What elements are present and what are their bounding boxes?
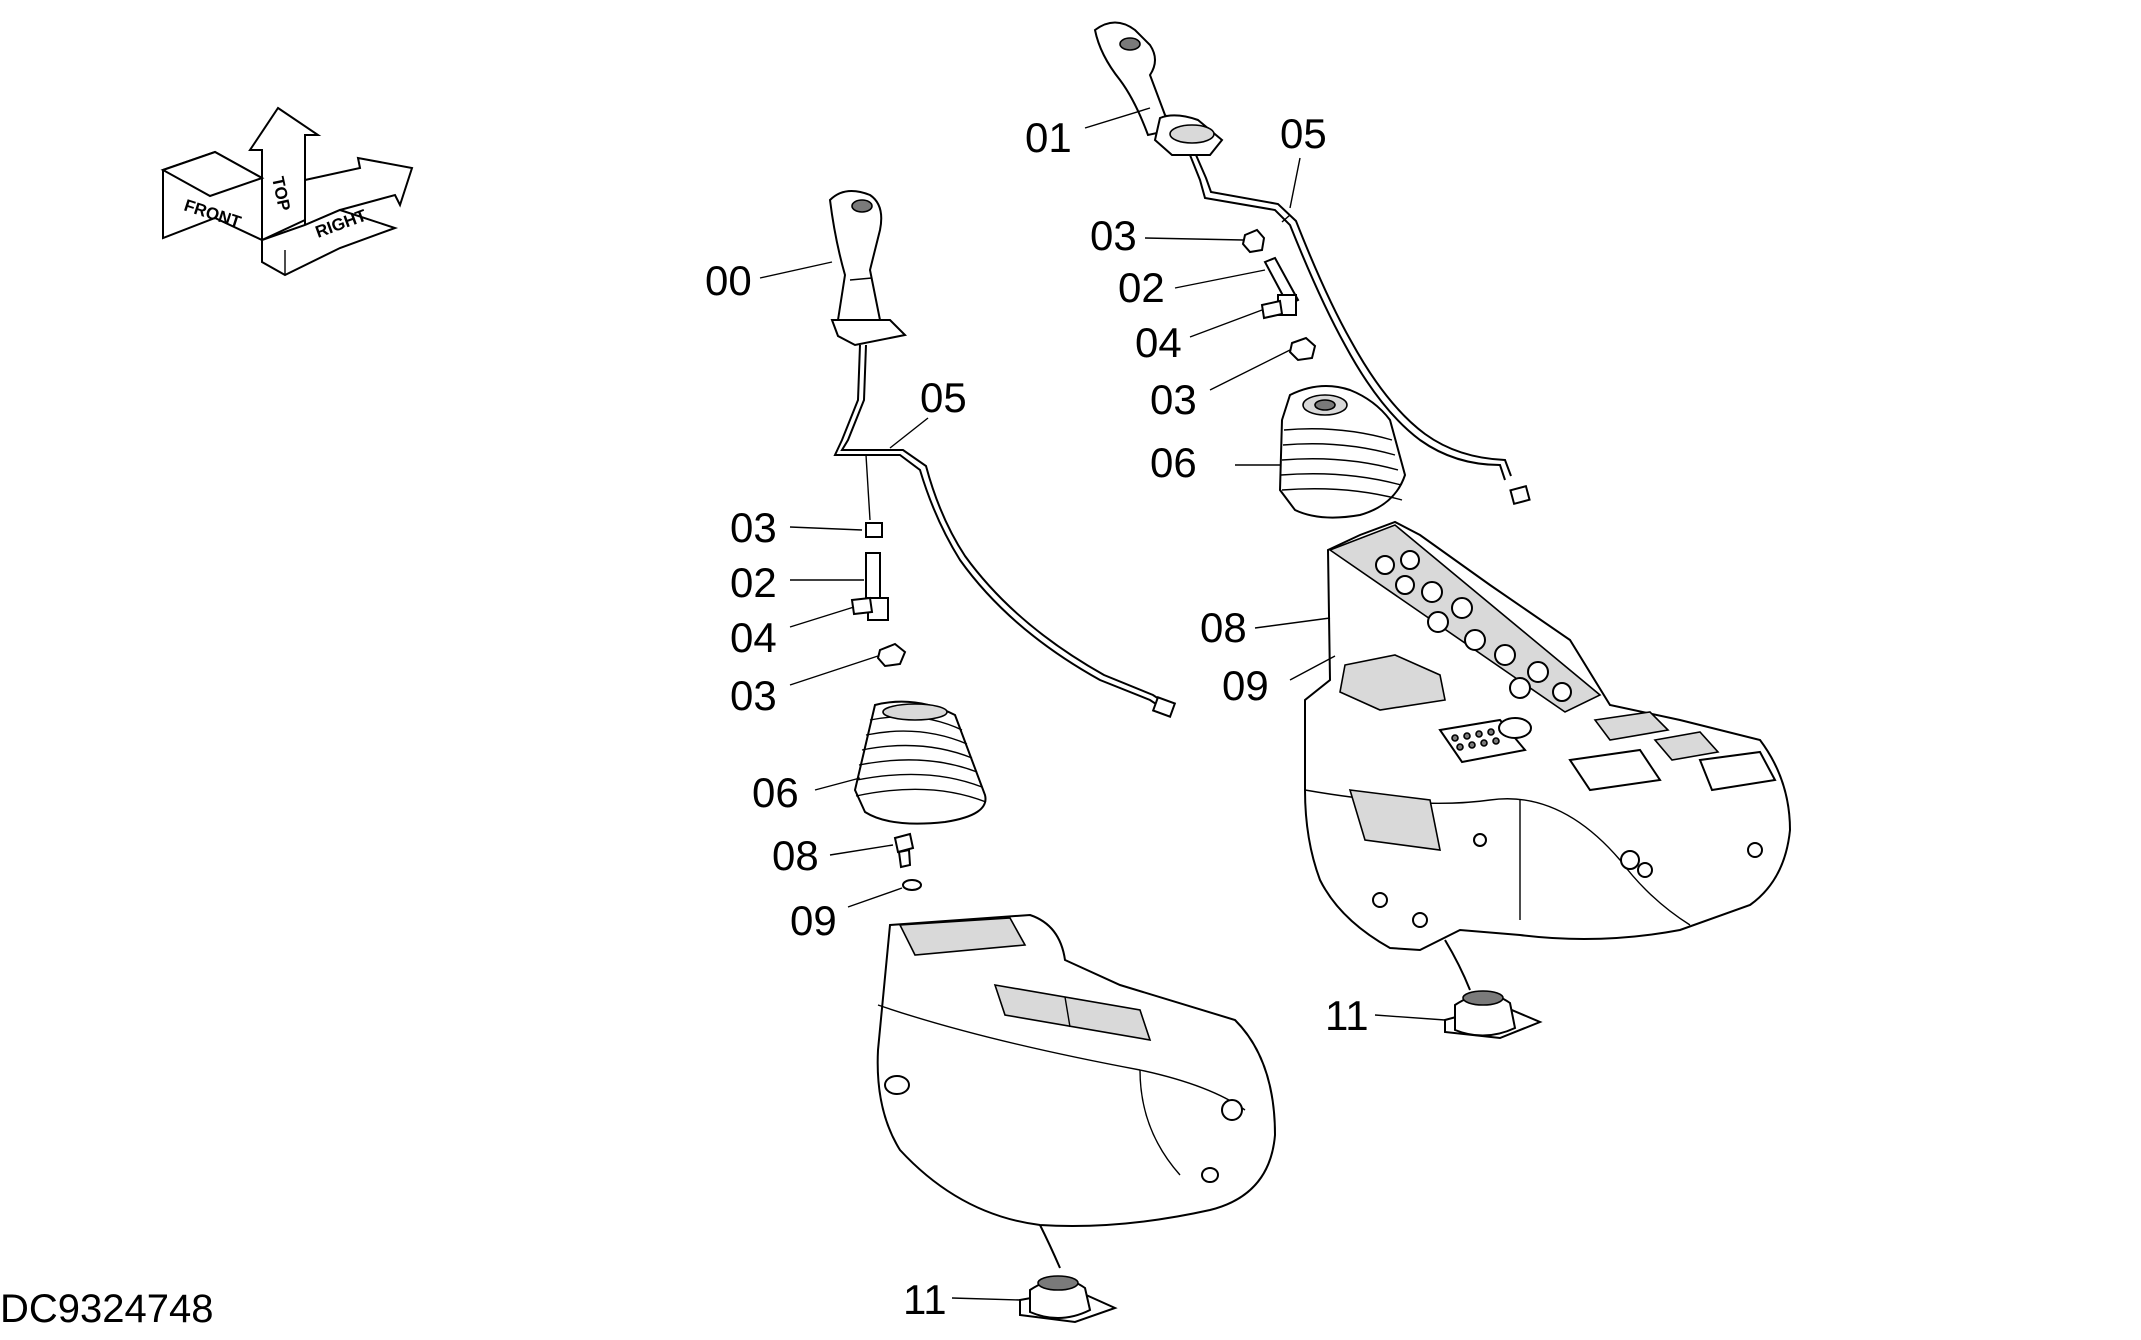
left-assembly: 00 05 03 02 04 03 06 08 09 11 xyxy=(705,190,1277,1324)
callout-right-05: 05 xyxy=(1280,110,1327,157)
right-lever-part xyxy=(1093,21,1224,156)
left-screw-part xyxy=(893,832,915,869)
right-harness-part xyxy=(1189,154,1531,506)
left-leader-lines xyxy=(759,261,1021,1301)
left-nut-upper-part xyxy=(865,522,883,538)
right-nut-upper-part xyxy=(1241,228,1266,254)
callout-right-08: 08 xyxy=(1200,604,1247,651)
right-mount-part xyxy=(1444,939,1543,1040)
callout-01: 01 xyxy=(1025,114,1072,161)
callout-left-03-lower: 03 xyxy=(730,672,777,719)
callout-left-06: 06 xyxy=(752,769,799,816)
document-id: DC9324748 xyxy=(0,1287,214,1331)
callout-right-03-upper: 03 xyxy=(1090,212,1137,259)
callout-right-09: 09 xyxy=(1222,662,1269,709)
callout-right-03-lower: 03 xyxy=(1150,376,1197,423)
callout-right-06: 06 xyxy=(1150,439,1197,486)
left-nut-lower-part xyxy=(876,642,907,668)
left-console-part xyxy=(876,913,1277,1227)
callout-left-09: 09 xyxy=(790,897,837,944)
callout-right-11: 11 xyxy=(1325,992,1369,1039)
left-washer-part xyxy=(902,879,922,891)
left-rod-part xyxy=(865,552,889,621)
right-leader-lines xyxy=(1084,107,1446,1021)
callout-left-04: 04 xyxy=(730,614,777,661)
left-lever-part xyxy=(828,190,908,347)
callout-left-03-upper: 03 xyxy=(730,504,777,551)
left-harness-part xyxy=(833,344,1177,718)
left-bolt-part xyxy=(850,596,874,616)
right-nut-lower-part xyxy=(1288,336,1317,362)
right-console-part xyxy=(1304,520,1792,952)
callout-left-08: 08 xyxy=(772,832,819,879)
right-assembly: 01 05 03 02 04 03 06 08 09 11 xyxy=(1025,21,1792,1040)
callout-left-05: 05 xyxy=(920,374,967,421)
callout-right-04: 04 xyxy=(1135,319,1182,366)
right-bolt-part xyxy=(1260,299,1284,320)
right-boot-part xyxy=(1278,385,1407,519)
callout-00: 00 xyxy=(705,257,752,304)
left-mount-part xyxy=(1019,1224,1118,1324)
left-boot-part xyxy=(853,700,987,825)
callout-right-02: 02 xyxy=(1118,264,1165,311)
callout-left-02: 02 xyxy=(730,559,777,606)
callout-left-11: 11 xyxy=(903,1276,947,1323)
orientation-icon: TOP FRONT RIGHT xyxy=(160,106,414,277)
